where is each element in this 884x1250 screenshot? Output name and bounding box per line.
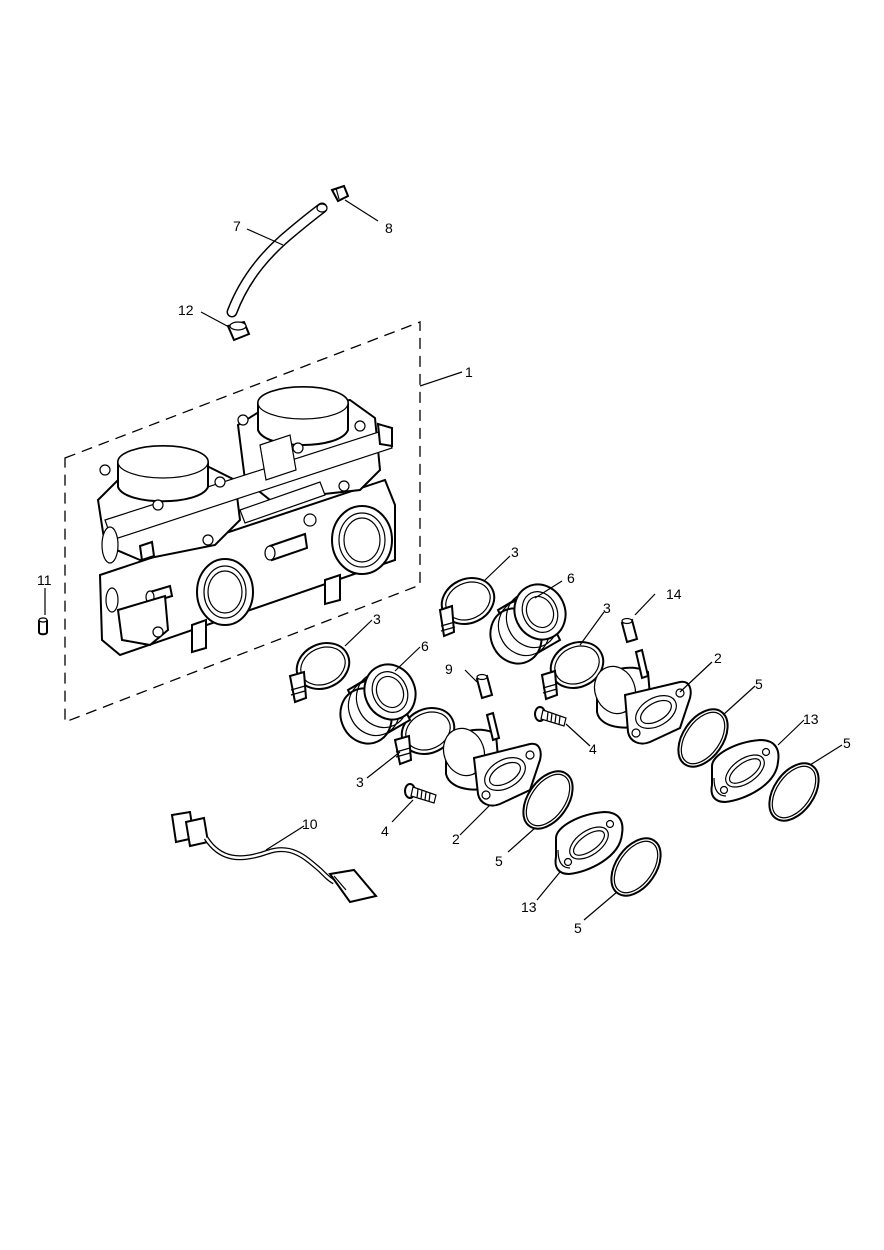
rubber-adaptor-part-6-lower[interactable] [332,656,425,752]
callout-10: 10 [302,816,318,832]
hose-clip-part-8[interactable] [330,184,350,203]
hose-clamp-part-3-upper-left[interactable] [434,570,502,638]
o-ring-part-5-c[interactable] [759,754,828,829]
callout-5-c: 5 [843,735,851,751]
callout-labels: 1 7 8 12 11 3 6 3 6 3 3 14 9 2 2 4 4 5 5… [37,218,851,936]
inlet-manifold-part-2-lower[interactable] [437,711,542,807]
callout-4-lower: 4 [381,823,389,839]
hose-clamp-part-3-upper-right[interactable] [540,634,611,701]
inlet-manifold-part-2-upper[interactable] [588,648,692,745]
callout-7: 7 [233,218,241,234]
callout-5-b: 5 [495,853,503,869]
o-ring-part-5-c-inner [771,765,817,819]
leader-lines [44,199,843,921]
callout-4-upper: 4 [589,741,597,757]
callout-6-lower: 6 [421,638,429,654]
o-ring-part-5-b[interactable] [513,762,582,837]
callout-12: 12 [178,302,194,318]
screw-part-4-lower[interactable] [404,783,437,804]
cap-part-11[interactable] [38,617,48,636]
spacer-plate-part-13-lower[interactable] [554,810,624,876]
callout-9: 9 [445,661,453,677]
hose-clip-part-12[interactable] [226,320,251,342]
hose-clamp-part-3-lower-right[interactable] [393,700,462,766]
callout-3-lower-left: 3 [373,611,381,627]
rubber-adaptor-part-6-upper[interactable] [482,576,575,672]
callout-5-a: 5 [755,676,763,692]
carburettor-assembly-frame [64,321,421,723]
o-ring-part-5-b-inner [525,773,571,827]
callout-2-lower: 2 [452,831,460,847]
callout-13-upper: 13 [803,711,819,727]
cap-part-9[interactable] [475,673,494,700]
callout-5-d: 5 [574,920,582,936]
callout-3-lower-right: 3 [356,774,364,790]
cap-part-14[interactable] [620,617,639,644]
o-ring-part-5-a[interactable] [668,700,737,775]
callout-13-lower: 13 [521,899,537,915]
callout-1: 1 [465,364,473,380]
callout-3-upper-left: 3 [511,544,519,560]
callout-11: 11 [37,572,52,588]
spacer-plate-part-13-upper[interactable] [710,738,780,804]
callout-3-upper-right: 3 [603,600,611,616]
callout-2-upper: 2 [714,650,722,666]
callout-6-upper: 6 [567,570,575,586]
hose-clamp-part-3-lower-left[interactable] [288,635,357,704]
breather-hose-part-7[interactable] [226,202,328,318]
o-ring-part-5-d-inner [613,840,659,894]
callout-14: 14 [666,586,682,602]
o-ring-part-5-a-inner [680,711,726,765]
o-ring-part-5-d[interactable] [601,829,670,904]
callout-8: 8 [385,220,393,236]
screw-part-4-upper[interactable] [534,706,567,727]
carburettor-assembly-part-1[interactable] [96,386,396,657]
wiring-harness-part-10[interactable] [170,810,378,904]
